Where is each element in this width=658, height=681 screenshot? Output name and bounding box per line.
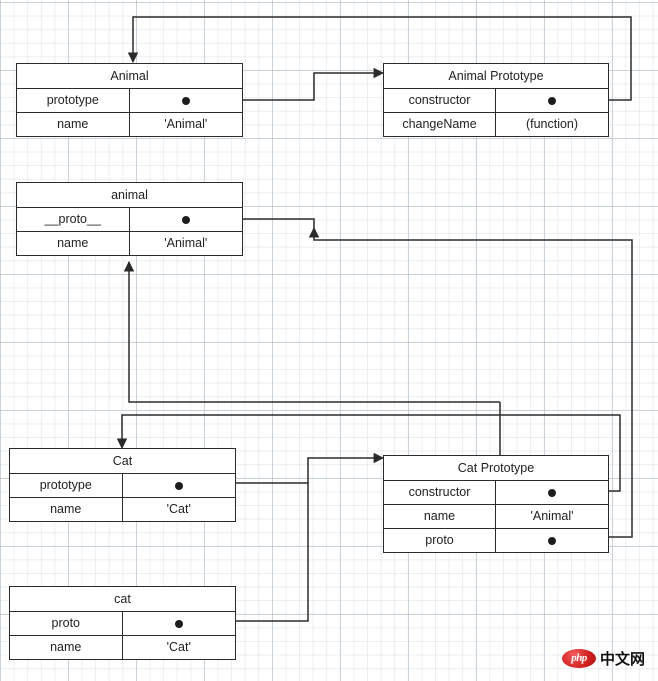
box-header: animal <box>111 188 148 202</box>
table-row[interactable]: prototype <box>10 473 235 497</box>
row-value: 'Animal' <box>164 117 208 131</box>
row-value: 'Animal' <box>530 509 574 523</box>
row-key: name <box>10 498 123 521</box>
row-key: name <box>17 232 130 255</box>
table-row[interactable]: proto <box>10 611 235 635</box>
box-header: Cat <box>112 454 133 468</box>
pointer-dot-icon <box>181 96 190 105</box>
row-key: proto <box>384 529 496 552</box>
row-key: constructor <box>384 89 496 112</box>
row-value-pointer <box>496 89 608 112</box>
box-header: Animal Prototype <box>448 69 544 83</box>
box-cat-instance[interactable]: cat proto name 'Cat' <box>9 586 236 660</box>
edge-animal-prototype-to-proto-box <box>190 67 385 101</box>
table-row[interactable]: name 'Cat' <box>10 497 235 521</box>
edge-cat-prototype-to-cat-proto-box <box>184 452 385 484</box>
box-header: Cat Prototype <box>457 461 535 475</box>
table-row[interactable]: name 'Animal' <box>17 112 242 136</box>
row-value-pointer <box>496 529 608 552</box>
table-row[interactable]: __proto__ <box>17 207 242 231</box>
row-key: __proto__ <box>17 208 130 231</box>
row-value-pointer <box>130 208 243 231</box>
edge-cat-proto-to-animal-instance <box>123 260 500 403</box>
row-value: 'Cat' <box>166 640 191 654</box>
row-key: name <box>10 636 123 659</box>
box-cat-constructor[interactable]: Cat prototype name 'Cat' <box>9 448 236 522</box>
pointer-dot-icon <box>548 96 556 105</box>
row-value: 'Animal' <box>164 236 208 250</box>
table-row[interactable]: name 'Cat' <box>10 635 235 659</box>
row-key: proto <box>10 612 123 635</box>
row-key: name <box>17 113 130 136</box>
box-animal-prototype[interactable]: Animal Prototype constructor changeName … <box>383 63 609 137</box>
box-animal-constructor[interactable]: Animal prototype name 'Animal' <box>16 63 243 137</box>
row-key: prototype <box>10 474 123 497</box>
table-row[interactable]: constructor <box>384 88 608 112</box>
row-key: changeName <box>384 113 496 136</box>
table-row[interactable]: prototype <box>17 88 242 112</box>
table-row[interactable]: name 'Animal' <box>17 231 242 255</box>
table-row[interactable]: name 'Animal' <box>384 504 608 528</box>
row-value: (function) <box>525 117 579 131</box>
pointer-dot-icon <box>181 215 190 224</box>
row-value-pointer <box>123 612 236 635</box>
pointer-dot-icon <box>174 481 183 490</box>
row-value-pointer <box>123 474 236 497</box>
row-value-pointer <box>496 481 608 504</box>
row-value: 'Cat' <box>166 502 191 516</box>
box-animal-instance[interactable]: animal __proto__ name 'Animal' <box>16 182 243 256</box>
box-header: cat <box>114 592 131 606</box>
table-row[interactable]: changeName (function) <box>384 112 608 136</box>
box-header: Animal <box>110 69 149 83</box>
pointer-dot-icon <box>548 536 556 545</box>
box-cat-prototype[interactable]: Cat Prototype constructor name 'Animal' … <box>383 455 609 553</box>
php-logo-icon: php <box>562 648 596 668</box>
row-key: prototype <box>17 89 130 112</box>
row-key: name <box>384 505 496 528</box>
pointer-dot-icon <box>548 488 556 497</box>
watermark: php 中文网 <box>562 646 652 670</box>
row-value-pointer <box>130 89 243 112</box>
watermark-label: 中文网 <box>600 649 646 668</box>
pointer-dot-icon <box>174 619 183 628</box>
table-row[interactable]: constructor <box>384 480 608 504</box>
row-key: constructor <box>384 481 496 504</box>
table-row[interactable]: proto <box>384 528 608 552</box>
